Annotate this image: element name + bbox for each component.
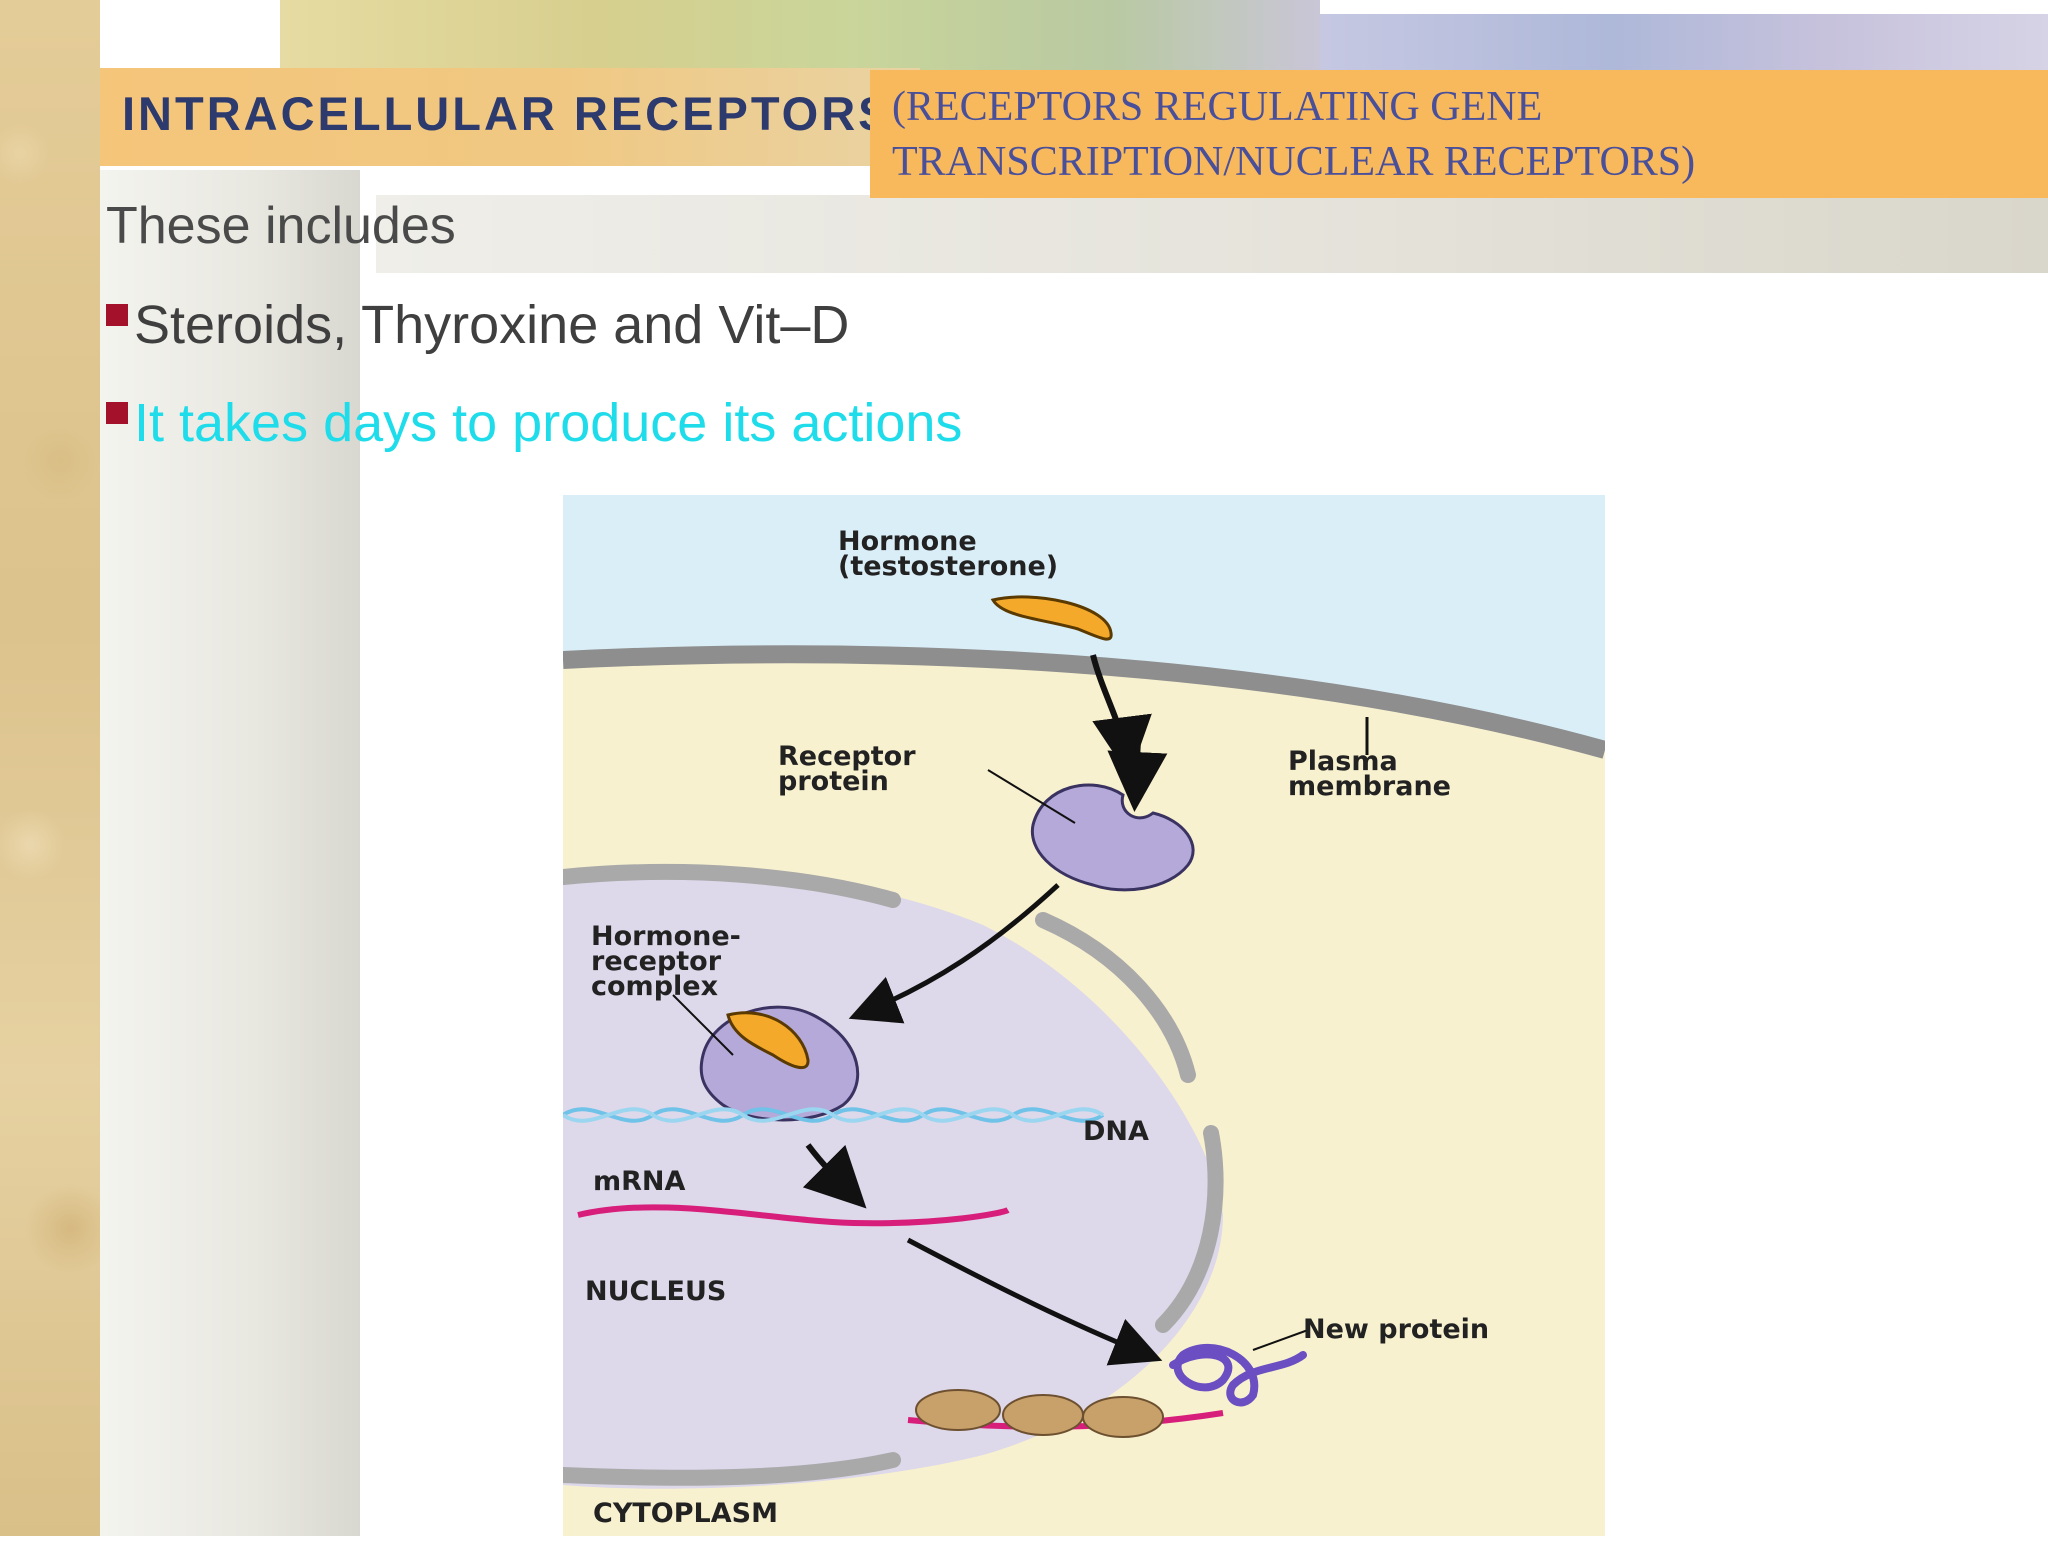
top-right-white-area	[1360, 0, 2048, 14]
receptor-protein-shape	[1030, 783, 1195, 892]
hormone-label: Hormone	[838, 526, 977, 557]
subtitle-box: (RECEPTORS REGULATING GENE TRANSCRIPTION…	[870, 70, 2048, 198]
ribosome-shape	[1002, 1394, 1084, 1436]
dna-label: DNA	[1083, 1116, 1149, 1147]
hormone-label: (testosterone)	[838, 551, 1058, 582]
bullet-square-icon	[106, 402, 128, 424]
title-bar	[100, 68, 920, 166]
complex-label: complex	[591, 971, 718, 1002]
bullet-text: Steroids, Thyroxine and Vit–D	[134, 295, 850, 355]
arrow	[1107, 739, 1168, 812]
arrow	[802, 1143, 867, 1209]
complex-hormone-shape	[726, 1011, 810, 1070]
cytoplasm-label: CYTOPLASM	[593, 1498, 778, 1529]
receptor-diagram: Hormone (testosterone) Receptor protein …	[555, 495, 1608, 1536]
parchment-background	[0, 0, 100, 1536]
ribosome-shape	[1082, 1396, 1164, 1438]
complex-label: receptor	[591, 946, 722, 977]
nucleus-label: NUCLEUS	[585, 1276, 726, 1307]
bullet-text: It takes days to produce its actions	[134, 393, 963, 453]
intro-text: These includes	[106, 197, 456, 255]
bullet-item: Steroids, Thyroxine and Vit–D	[106, 294, 849, 356]
nuclear-envelope-segment	[555, 863, 901, 908]
decorative-band	[376, 195, 2048, 273]
mrna-label: mRNA	[593, 1166, 686, 1197]
bullet-square-icon	[106, 304, 128, 326]
ribosome-shape	[915, 1389, 1001, 1431]
leader-line	[672, 994, 734, 1056]
top-right-decorative-collage	[1320, 14, 2048, 70]
nuclear-envelope-segment	[1155, 1125, 1224, 1333]
nuclear-envelope-segment	[555, 1452, 901, 1486]
arrow	[848, 883, 1060, 1024]
new-protein-shape	[1169, 1343, 1307, 1407]
mrna-strand	[577, 1204, 1010, 1227]
subtitle-line-2: TRANSCRIPTION/NUCLEAR RECEPTORS)	[892, 139, 1696, 185]
new-protein-label: New protein	[1303, 1314, 1489, 1345]
leader-line	[987, 769, 1076, 824]
complex-label: Hormone-	[591, 921, 741, 952]
hormone-shape	[990, 595, 1113, 641]
arrow	[906, 1237, 1163, 1366]
left-gray-strip	[100, 170, 360, 1536]
leader-line	[1252, 1329, 1309, 1351]
top-decorative-collage	[280, 0, 1320, 70]
subtitle-line-1: (RECEPTORS REGULATING GENE	[892, 84, 1543, 130]
membrane-label: Plasma	[1288, 746, 1398, 777]
bullet-item: It takes days to produce its actions	[106, 392, 962, 454]
slide-title: INTRACELLULAR RECEPTORS	[122, 87, 882, 140]
nuclear-envelope-segment	[1035, 912, 1196, 1083]
receptor-label: protein	[778, 766, 889, 797]
dna-strand	[561, 1107, 1105, 1123]
plasma-membrane	[562, 645, 1608, 759]
receptor-label: Receptor	[778, 741, 916, 772]
membrane-label: membrane	[1288, 771, 1451, 802]
